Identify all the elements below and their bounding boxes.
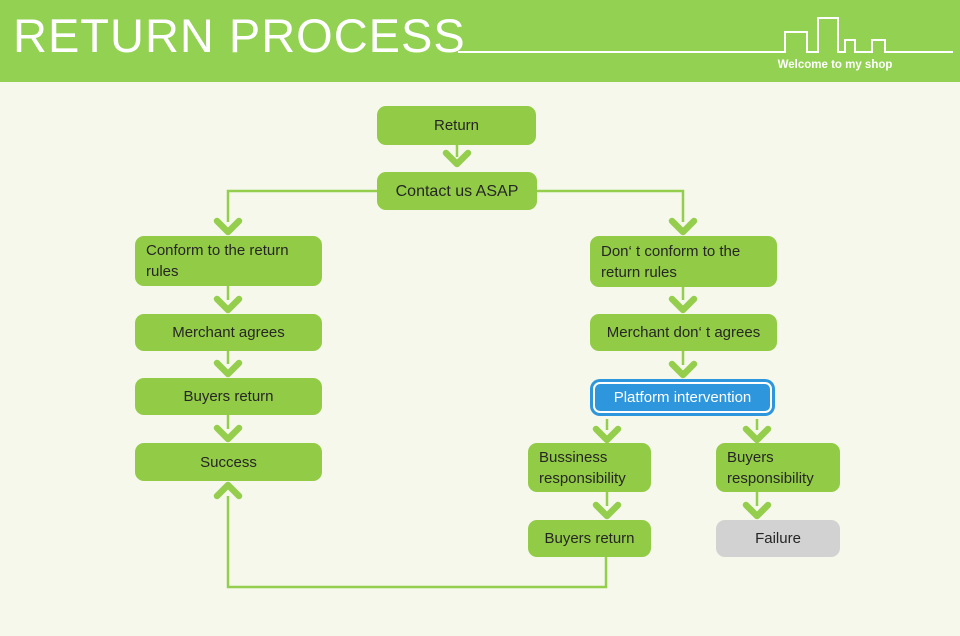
node-merchant-dont-agrees: Merchant don‘ t agrees: [590, 314, 777, 351]
connector-return-contact: [442, 145, 472, 168]
connector-dontconform-merchantdont: [668, 287, 698, 314]
connector-merchant-buyersreturn: [213, 351, 243, 378]
node-buyers-return-bottom: Buyers return: [528, 520, 651, 557]
connector-buyersreturn-success: [213, 415, 243, 443]
node-platform-intervention: Platform intervention: [593, 382, 772, 413]
node-conform-rules: Conform to the return rules: [135, 236, 322, 286]
node-business-responsibility: Bussiness responsibility: [528, 443, 651, 492]
node-failure: Failure: [716, 520, 840, 557]
node-buyers-return-left: Buyers return: [135, 378, 322, 415]
node-contact-us-asap: Contact us ASAP: [377, 172, 537, 210]
node-success: Success: [135, 443, 322, 481]
node-buyers-responsibility: Buyers responsibility: [716, 443, 840, 492]
connector-contact-right-branch: [537, 189, 698, 236]
node-dont-conform-rules: Don‘ t conform to the return rules: [590, 236, 777, 287]
page-title: RETURN PROCESS: [13, 9, 466, 62]
node-merchant-agrees: Merchant agrees: [135, 314, 322, 351]
connector-conform-merchant: [213, 286, 243, 314]
welcome-tagline: Welcome to my shop: [777, 59, 893, 71]
skyline-icon: [458, 17, 953, 53]
connector-platform-buyersresp: [742, 419, 772, 444]
header-banner: RETURN PROCESS Welcome to my shop: [0, 0, 960, 82]
node-return: Return: [377, 106, 536, 145]
connector-merchantdont-platform: [668, 351, 698, 379]
connector-contact-left-branch: [213, 189, 377, 236]
connector-platform-business: [592, 419, 622, 444]
connector-buyersresp-failure: [742, 492, 772, 520]
connector-business-buyersreturn: [592, 492, 622, 520]
